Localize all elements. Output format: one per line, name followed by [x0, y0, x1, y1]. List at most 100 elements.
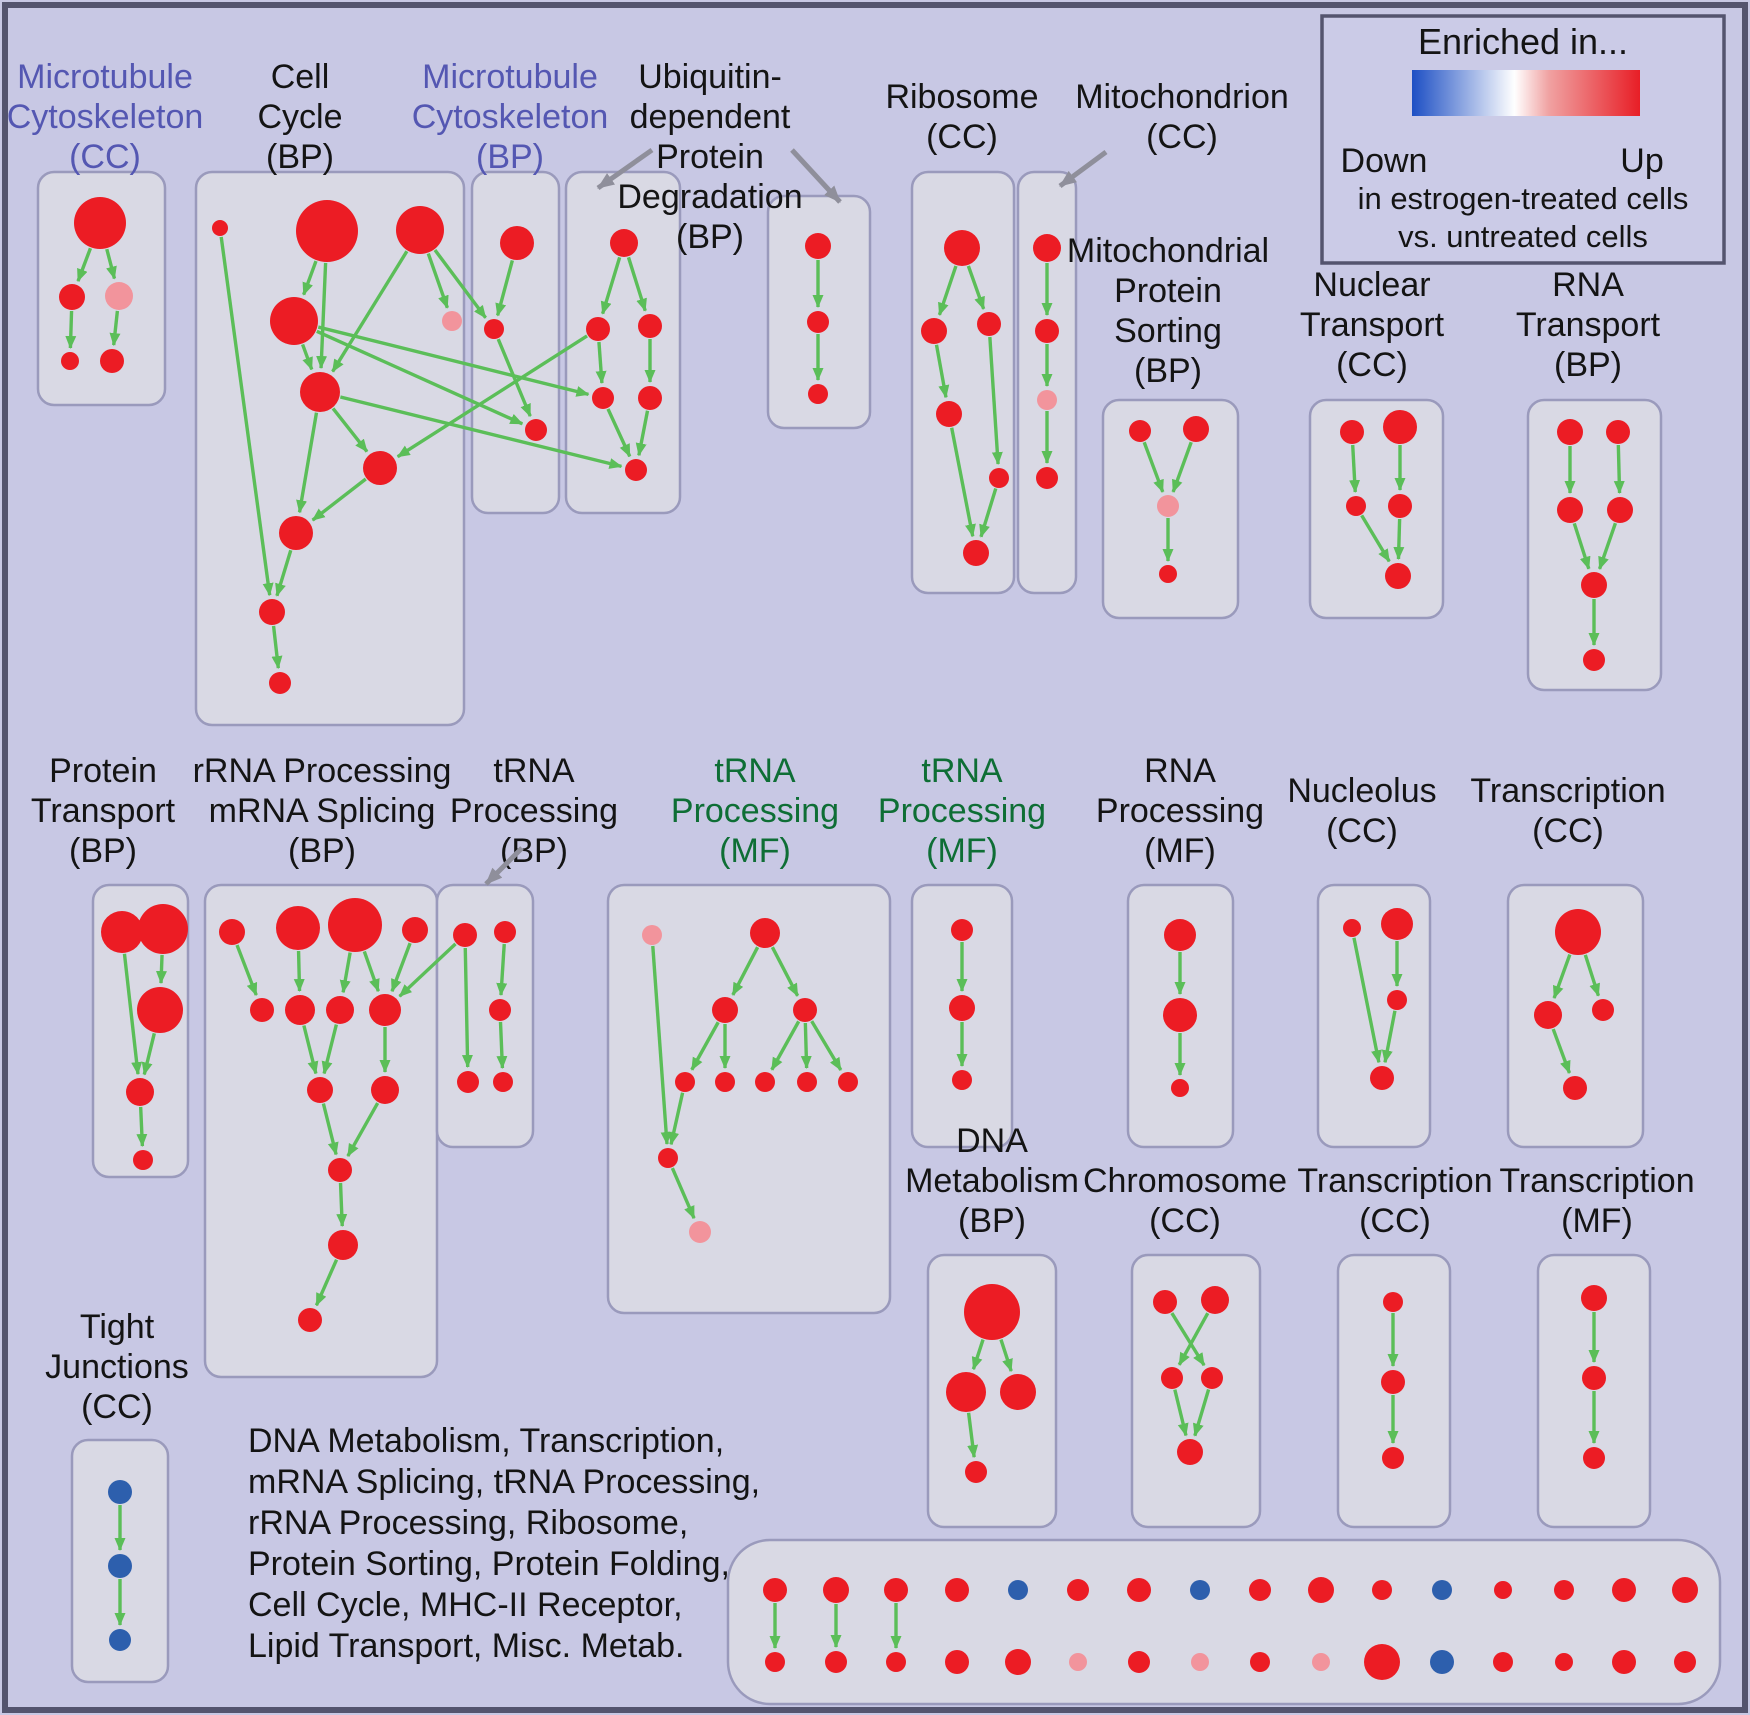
go-term-edge [362, 950, 380, 993]
go-term-node [712, 997, 738, 1023]
go-term-edge [1597, 522, 1618, 570]
go-term-node [270, 297, 318, 345]
go-term-edge [155, 954, 167, 985]
go-term-edge [635, 410, 650, 457]
go-term-edge [65, 310, 77, 350]
go-term-node [1163, 998, 1197, 1032]
go-term-edge [219, 236, 274, 597]
legend-down-label: Down [1341, 142, 1428, 180]
go-term-edge [1572, 522, 1591, 570]
go-term-node [525, 419, 547, 441]
go-term-edge [396, 334, 588, 459]
go-term-edge [141, 1032, 156, 1076]
cluster-box-chrom_cc [1130, 1253, 1262, 1529]
go-term-node [101, 911, 143, 953]
go-term-edge [321, 1103, 339, 1156]
go-term-node [1387, 990, 1407, 1010]
go-term-node [1157, 495, 1179, 517]
go-term-node [298, 1308, 322, 1332]
go-term-node [689, 1221, 711, 1243]
go-term-node [805, 233, 831, 259]
go-term-node [1534, 1001, 1562, 1029]
go-term-edge [398, 942, 457, 998]
go-term-edge [1551, 1028, 1572, 1074]
go-term-node [1037, 390, 1057, 410]
go-term-edge [800, 1022, 812, 1070]
go-term-edge [651, 945, 672, 1146]
go-term-node [963, 540, 989, 566]
go-term-node [442, 311, 462, 331]
go-term-node [658, 1148, 678, 1168]
legend-up-label: Up [1620, 142, 1663, 180]
go-term-node [453, 923, 477, 947]
go-term-node [936, 401, 962, 427]
go-term-node [1164, 919, 1196, 951]
go-term-node [1563, 1076, 1587, 1100]
cluster-label-txn_cc2: Transcription(CC) [1297, 1162, 1492, 1240]
go-term-node [328, 1230, 358, 1260]
go-term-node [109, 1629, 131, 1651]
go-term-node [807, 311, 829, 333]
go-term-node [1159, 565, 1177, 583]
cluster-box-mt_bp [470, 170, 561, 515]
go-term-node [307, 1077, 333, 1103]
go-term-edge [302, 260, 318, 296]
go-term-edge [600, 256, 622, 315]
go-term-node [1312, 1653, 1330, 1671]
go-term-edge [136, 1106, 148, 1148]
go-term-node [1672, 1577, 1698, 1603]
go-term-node [642, 925, 662, 945]
cluster-box-trna_mf1 [606, 883, 892, 1315]
go-term-edge [331, 407, 369, 453]
cluster-label-ribosome_cc: Ribosome(CC) [885, 78, 1038, 156]
go-term-node [108, 1554, 132, 1578]
go-term-edge [235, 944, 258, 996]
cluster-box-trna_bp [435, 883, 535, 1149]
go-term-node [1346, 496, 1366, 516]
go-term-edge [1349, 444, 1361, 494]
go-term-node [1607, 497, 1633, 523]
go-term-edge [1360, 514, 1391, 563]
go-term-edge [496, 943, 508, 997]
go-term-node [1555, 1653, 1573, 1671]
go-term-node [977, 312, 1001, 336]
go-term-node [1581, 572, 1607, 598]
go-term-edge [595, 341, 607, 385]
go-term-node [586, 317, 610, 341]
go-term-node [300, 372, 340, 412]
go-term-node [1308, 1577, 1334, 1603]
go-term-node [1190, 1580, 1210, 1600]
go-term-node [1383, 1292, 1403, 1312]
go-term-edge [339, 395, 623, 469]
go-term-node [1183, 416, 1209, 442]
go-term-node [1250, 1652, 1270, 1672]
go-term-edge [1552, 953, 1572, 1000]
go-term-node [105, 282, 133, 310]
go-term-node [1581, 1285, 1607, 1311]
go-term-node [1554, 1580, 1574, 1600]
go-term-node [949, 995, 975, 1021]
go-term-edge [1381, 1010, 1397, 1064]
go-term-node [285, 995, 315, 1025]
go-term-node [1432, 1580, 1452, 1600]
go-term-edge [971, 1339, 985, 1371]
go-term-edge [321, 1024, 339, 1075]
go-term-edge [1173, 1389, 1189, 1437]
go-term-node [1201, 1367, 1223, 1389]
go-term-edge [966, 265, 986, 310]
go-term-node [1201, 1286, 1229, 1314]
go-term-edge [1192, 1389, 1211, 1437]
go-term-node [808, 384, 828, 404]
go-term-edge [731, 946, 760, 996]
go-term-node [1153, 1290, 1177, 1314]
go-term-node [1161, 1367, 1183, 1389]
go-term-node [946, 1372, 986, 1412]
go-term-edge [339, 952, 352, 994]
go-term-node [945, 1578, 969, 1602]
go-term-node [500, 226, 534, 260]
misc-cluster-annotation: DNA Metabolism, Transcription,mRNA Splic… [248, 1422, 760, 1665]
